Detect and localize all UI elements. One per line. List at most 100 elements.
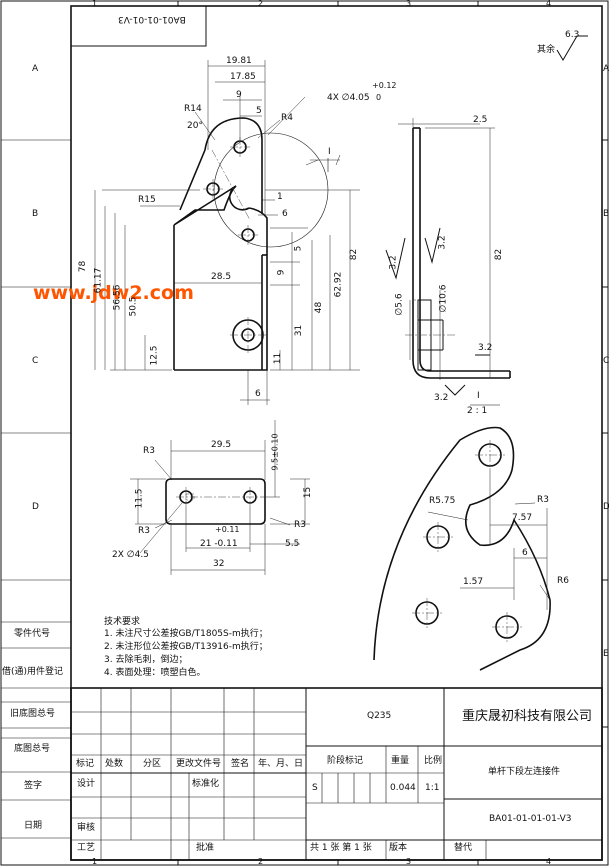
- dim-label: 3.2: [434, 393, 449, 403]
- dim-label: 82: [494, 248, 505, 261]
- dim-label: 21 -0.11: [200, 539, 238, 549]
- rev-header-count: 处数: [105, 759, 124, 769]
- tech-note-item: 4. 表面处理：喷塑白色。: [104, 668, 206, 678]
- dim-label: 82: [349, 248, 360, 261]
- dim-label: 29.5: [211, 440, 232, 450]
- side-label-signature: 签字: [24, 781, 43, 791]
- dim-label: 11.5: [134, 488, 145, 509]
- dim-label: R14: [184, 104, 202, 114]
- grid-col-3: 3: [406, 0, 412, 8]
- grid-row-b: B: [32, 209, 39, 219]
- dim-label: 61.17: [93, 267, 104, 294]
- dim-label: 62.92: [333, 271, 344, 298]
- dim-label: 6: [522, 548, 528, 558]
- grid-row-c: C: [32, 356, 39, 366]
- dim-label: 19.81: [226, 56, 252, 66]
- version-label: 版本: [389, 843, 408, 853]
- rev-header-date: 年、月、日: [258, 759, 304, 769]
- grid-row-a-right: A: [603, 64, 609, 74]
- grid-col-1-bottom: 1: [92, 857, 98, 866]
- dim-label: 78: [78, 260, 89, 273]
- drawing-number-top: BA01-01-01-V3: [118, 14, 186, 24]
- grid-row-c-right: C: [603, 356, 609, 366]
- dim-label: R3: [143, 446, 155, 456]
- roughness-value: 6.3: [565, 30, 580, 40]
- dim-label: 9: [236, 90, 242, 100]
- material: Q235: [367, 711, 392, 721]
- stage-header: 阶段标记: [327, 756, 364, 766]
- dim-label: 3.2: [388, 255, 399, 270]
- dim-label: 50.5: [128, 296, 139, 317]
- dim-label: R6: [557, 576, 569, 586]
- dim-label: 9: [276, 269, 287, 276]
- weight-header: 重量: [391, 756, 410, 766]
- std-label: 标准化: [192, 779, 220, 789]
- sign-row-process: 工艺: [77, 843, 96, 853]
- grid-row-d-right: D: [603, 502, 609, 512]
- grid-col-2: 2: [258, 0, 264, 8]
- dim-label: R3: [294, 520, 306, 530]
- dim-label: 31: [294, 324, 305, 337]
- grid-row-d: D: [32, 502, 39, 512]
- dim-label: 2X ∅4.5: [112, 550, 149, 560]
- dim-label: 32: [213, 559, 225, 569]
- side-label-date: 日期: [24, 821, 43, 831]
- dim-label: ∅10.6: [438, 284, 449, 313]
- grid-row-a: A: [32, 64, 39, 74]
- dim-label: 4X ∅4.05: [327, 93, 370, 103]
- dim-label: 11: [273, 352, 284, 365]
- side-label-borrowed: 借(通)用件登记: [2, 667, 64, 677]
- approve-label: 批准: [196, 843, 215, 853]
- dim-label: 6: [255, 389, 261, 399]
- dim-label: R4: [281, 113, 293, 123]
- dim-label: 1: [277, 192, 283, 202]
- dim-label: 5.5: [285, 539, 300, 549]
- rev-header-sign: 签名: [231, 759, 250, 769]
- stage-value: S: [312, 783, 318, 793]
- sheet-count: 共 1 张 第 1 张: [310, 843, 372, 853]
- grid-col-3-bottom: 3: [406, 857, 412, 866]
- rev-header-mark: 标记: [76, 759, 95, 769]
- section-marker: I: [328, 147, 331, 157]
- dim-label: 3.2: [437, 235, 448, 250]
- dim-label: 15: [303, 486, 314, 499]
- side-label-old-drawing: 旧底图总号: [10, 709, 56, 719]
- scale-header: 比例: [424, 756, 443, 766]
- side-label-part-code: 零件代号: [14, 629, 51, 639]
- grid-row-b-right: B: [603, 209, 609, 219]
- grid-col-4: 4: [546, 0, 552, 8]
- roughness-note: 其余: [537, 45, 556, 55]
- side-label-base-drawing: 底图总号: [14, 744, 51, 754]
- dim-label: 2.5: [473, 115, 488, 125]
- dim-label: 28.5: [211, 272, 232, 282]
- scale-value: 1:1: [425, 783, 440, 793]
- section-label: I: [477, 391, 480, 401]
- dim-label: R5.75: [429, 496, 456, 506]
- grid-row-e-right: E: [603, 649, 609, 659]
- sign-row-design: 设计: [77, 779, 96, 789]
- dim-label: R3: [537, 495, 549, 505]
- weight-value: 0.044: [390, 783, 416, 793]
- grid-col-1: 1: [92, 0, 98, 8]
- company-name: 重庆晟初科技有限公司: [462, 709, 593, 724]
- dim-label: R3: [138, 526, 150, 536]
- tech-note-item: 1. 未注尺寸公差按GB/T1805S-m执行；: [104, 629, 268, 639]
- dim-label: ∅5.6: [394, 293, 405, 316]
- dim-label: +0.12: [372, 81, 397, 90]
- dim-label: 1.57: [463, 577, 484, 587]
- rev-header-doc: 更改文件号: [176, 759, 222, 769]
- dim-label: R15: [138, 195, 156, 205]
- dim-label: 3.2: [478, 343, 493, 353]
- rev-header-zone: 分区: [143, 759, 162, 769]
- grid-col-2-bottom: 2: [258, 857, 264, 866]
- tech-note-item: 2. 未注形位公差按GB/T13916-m执行；: [104, 642, 268, 652]
- dim-label: 56.56: [112, 284, 123, 311]
- dim-label: 17.85: [230, 72, 256, 82]
- dim-label: 5: [293, 245, 304, 252]
- replace-label: 替代: [454, 843, 473, 853]
- dim-label: 48: [314, 301, 325, 314]
- dim-label: 7.57: [512, 513, 533, 523]
- dim-label: 9.5±0.10: [270, 433, 280, 471]
